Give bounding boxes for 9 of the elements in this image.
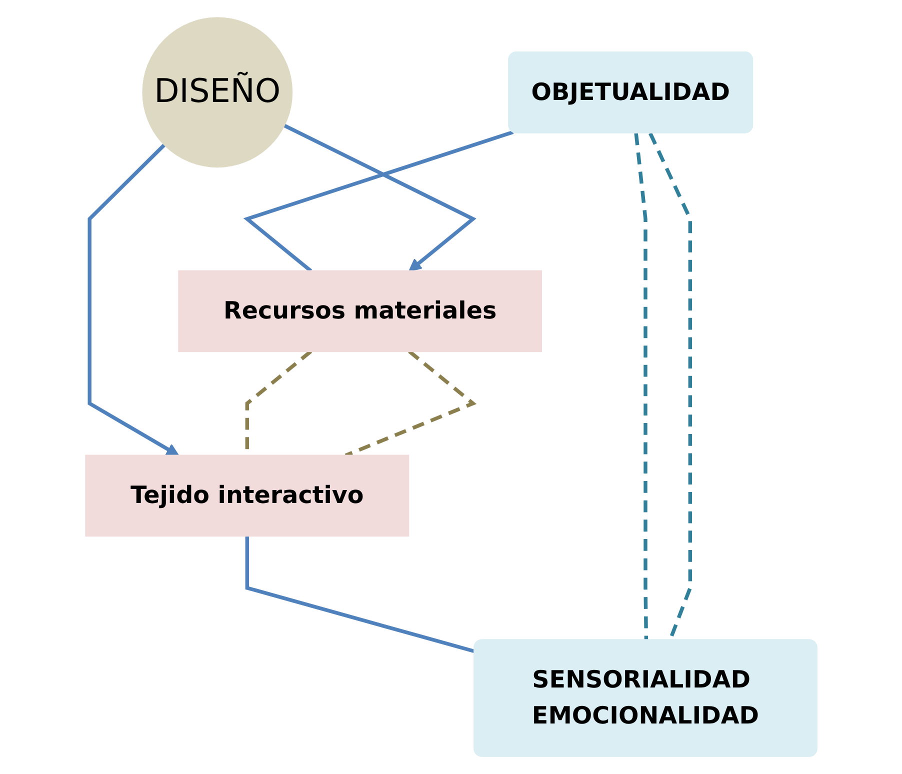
- arrow: [283, 124, 476, 272]
- connector: [245, 536, 476, 654]
- node-box: Recursos materiales: [178, 270, 542, 352]
- node-box: Tejido interactivo: [84, 454, 409, 537]
- connector: [344, 350, 476, 458]
- node-circle: DISEÑO: [142, 17, 292, 168]
- connector: [634, 133, 648, 641]
- arrow: [87, 143, 179, 456]
- connector: [243, 130, 514, 272]
